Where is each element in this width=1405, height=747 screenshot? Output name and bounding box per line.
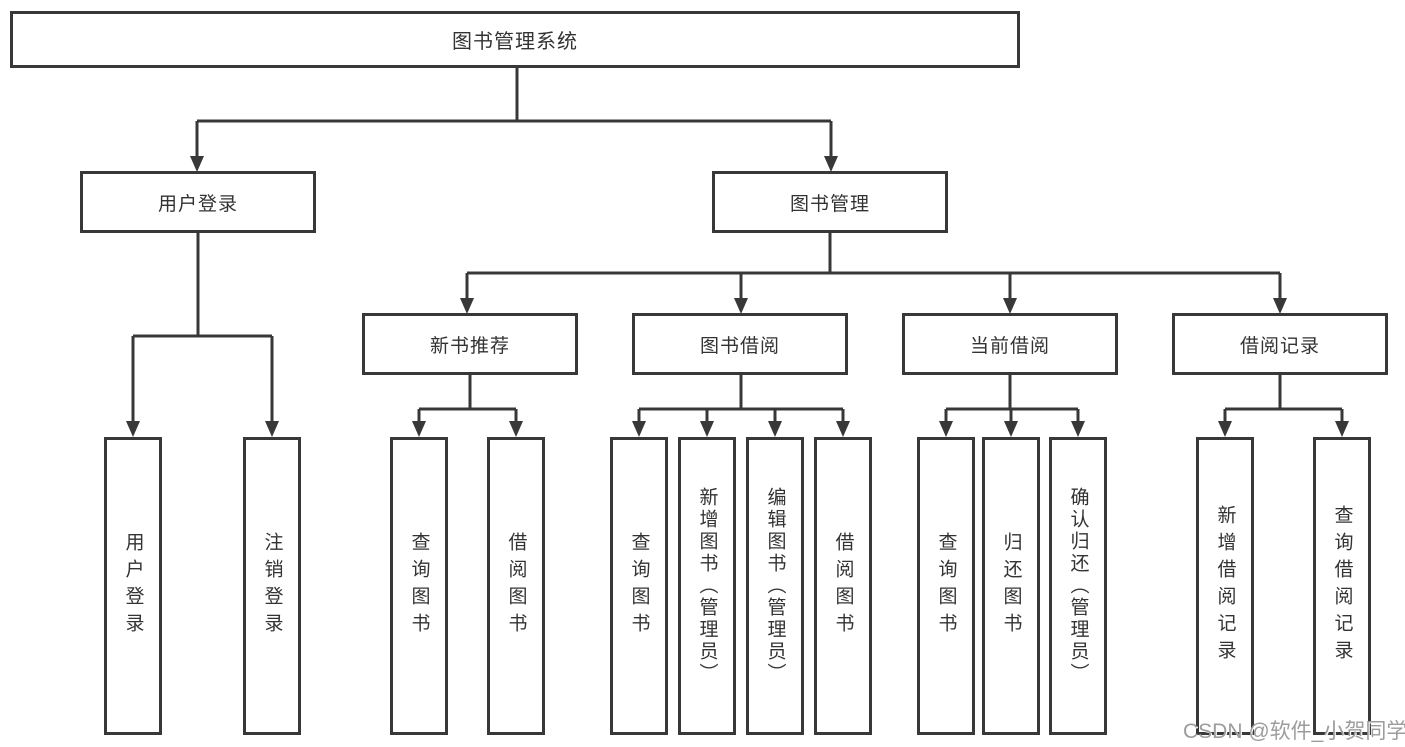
leaf-add-borrow-record: 新增借阅记录 — [1196, 437, 1254, 735]
leaf-query-books-current-label: 查询图书 — [935, 532, 957, 640]
leaf-query-books-borrowing-label: 查询图书 — [628, 532, 650, 640]
node-book-borrowing: 图书借阅 — [632, 313, 848, 375]
node-borrow-records-label: 借阅记录 — [1239, 335, 1320, 357]
csdn-watermark: CSDN @软件_小贺同学 — [1183, 720, 1405, 743]
node-current-borrowing-label: 当前借阅 — [969, 335, 1050, 357]
node-book-management-label: 图书管理 — [789, 193, 870, 215]
leaf-add-book-admin: 新增图书（管理员） — [678, 437, 736, 735]
node-book-management: 图书管理 — [712, 171, 948, 233]
node-user-login: 用户登录 — [80, 171, 316, 233]
leaf-query-books-current: 查询图书 — [917, 437, 975, 735]
leaf-confirm-return-admin: 确认归还（管理员） — [1049, 437, 1107, 735]
leaf-add-book-admin-label: 新增图书（管理员） — [696, 487, 718, 685]
leaf-add-borrow-record-label: 新增借阅记录 — [1214, 505, 1236, 667]
node-book-borrowing-label: 图书借阅 — [699, 335, 780, 357]
leaf-borrow-books-borrowing-label: 借阅图书 — [832, 532, 854, 640]
leaf-query-borrow-record: 查询借阅记录 — [1313, 437, 1371, 735]
node-system-root: 图书管理系统 — [10, 11, 1020, 68]
leaf-query-books-recommend: 查询图书 — [390, 437, 448, 735]
leaf-query-books-recommend-label: 查询图书 — [408, 532, 430, 640]
leaf-logout-label: 注销登录 — [261, 532, 283, 640]
leaf-edit-book-admin-label: 编辑图书（管理员） — [764, 487, 786, 685]
leaf-edit-book-admin: 编辑图书（管理员） — [746, 437, 804, 735]
leaf-user-login: 用户登录 — [104, 437, 162, 735]
leaf-confirm-return-admin-label: 确认归还（管理员） — [1067, 487, 1089, 685]
node-borrow-records: 借阅记录 — [1172, 313, 1388, 375]
leaf-return-books: 归还图书 — [982, 437, 1040, 735]
leaf-borrow-books-recommend-label: 借阅图书 — [505, 532, 527, 640]
node-current-borrowing: 当前借阅 — [902, 313, 1118, 375]
leaf-borrow-books-recommend: 借阅图书 — [487, 437, 545, 735]
node-new-book-recommend: 新书推荐 — [362, 313, 578, 375]
leaf-return-books-label: 归还图书 — [1000, 532, 1022, 640]
leaf-logout: 注销登录 — [243, 437, 301, 735]
node-user-login-label: 用户登录 — [157, 193, 238, 215]
leaf-user-login-label: 用户登录 — [122, 532, 144, 640]
node-system-root-label: 图书管理系统 — [452, 31, 578, 53]
leaf-borrow-books-borrowing: 借阅图书 — [814, 437, 872, 735]
node-new-book-recommend-label: 新书推荐 — [429, 335, 510, 357]
leaf-query-borrow-record-label: 查询借阅记录 — [1331, 505, 1353, 667]
leaf-query-books-borrowing: 查询图书 — [610, 437, 668, 735]
